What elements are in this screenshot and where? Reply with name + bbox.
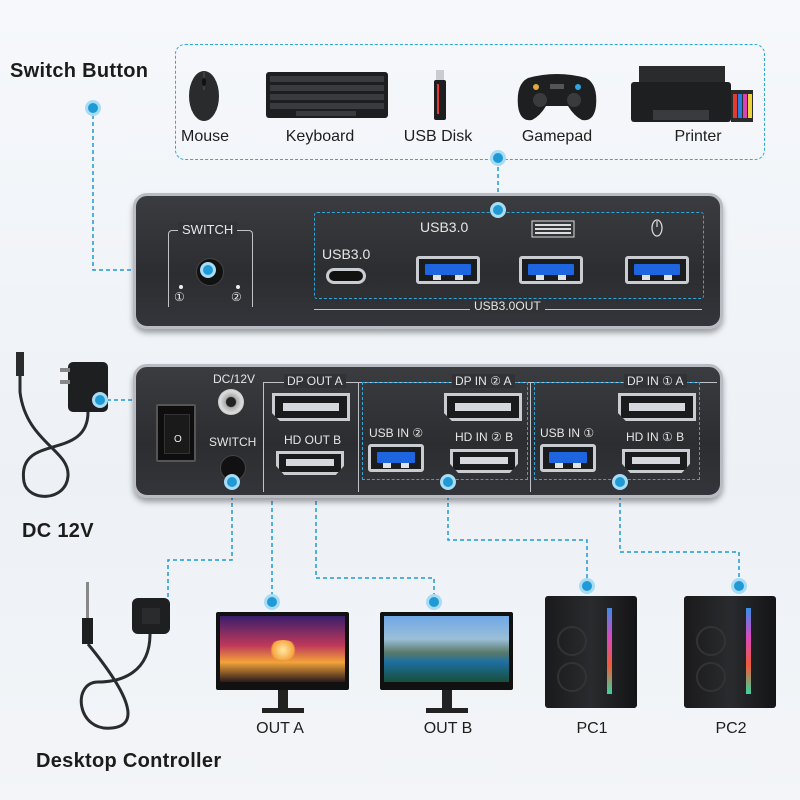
- usb-in-2-label: USB IN ②: [369, 426, 424, 440]
- usb-out-label: USB3.0OUT: [470, 299, 545, 313]
- mouse-icon: [189, 71, 219, 121]
- peripherals-dot: [493, 153, 503, 163]
- printer-label: Printer: [674, 128, 722, 145]
- pc2-label: PC2: [715, 720, 747, 737]
- peripherals-box: [175, 44, 765, 160]
- divider-out: [263, 382, 264, 492]
- dc-dot: [95, 395, 105, 405]
- switch-dot: [203, 265, 213, 275]
- controller-port[interactable]: [220, 455, 246, 481]
- dp-in-2a-label: DP IN ② A: [452, 374, 515, 388]
- usb-port-2[interactable]: [519, 256, 583, 284]
- pc1-line: [447, 482, 588, 586]
- led1-light: [179, 285, 183, 289]
- desktop-controller-label: Desktop Controller: [36, 750, 222, 772]
- power-switch[interactable]: O: [156, 404, 196, 462]
- dp-in-1a-port[interactable]: [618, 393, 696, 421]
- usb-disk-icon: [434, 70, 446, 120]
- usb-port-1[interactable]: [416, 256, 480, 284]
- hd-out-b-port[interactable]: [276, 451, 344, 475]
- hd-in-2b-label: HD IN ② B: [455, 430, 514, 444]
- mouse-port-icon: [651, 219, 663, 237]
- gamepad-label: Gamepad: [521, 128, 593, 145]
- out-b-line: [315, 480, 435, 602]
- monitor-a-base: [262, 708, 304, 713]
- power-adapter-icon: [16, 352, 108, 498]
- out-a-dot: [267, 597, 277, 607]
- usb-out-dot: [493, 205, 503, 215]
- pc1-tower: [545, 596, 637, 708]
- out-b-dot: [429, 597, 439, 607]
- keyboard-port-icon: [531, 220, 575, 238]
- out-b-label: OUT B: [423, 720, 473, 737]
- pc1-in-dot: [615, 477, 625, 487]
- dc-label: DC/12V: [213, 372, 256, 386]
- controller-dot: [227, 477, 237, 487]
- hd-out-b-label: HD OUT B: [284, 433, 342, 447]
- keyboard-icon: [266, 72, 388, 118]
- back-switch-label: SWITCH: [209, 435, 257, 449]
- monitor-a: [216, 612, 349, 690]
- usb-disk-label: USB Disk: [403, 128, 473, 145]
- dp-in-1a-label: DP IN ① A: [624, 374, 687, 388]
- front-switch-label: SWITCH: [178, 222, 238, 237]
- keyboard-label: Keyboard: [285, 128, 355, 145]
- switch-button-label: Switch Button: [10, 60, 149, 82]
- usb-in-1-port[interactable]: [540, 444, 596, 472]
- usb-out-frame: [314, 212, 704, 299]
- monitor-b-stand: [442, 690, 452, 710]
- usbc-port[interactable]: [326, 268, 366, 284]
- mouse-label: Mouse: [180, 128, 230, 145]
- pc2-dot: [734, 581, 744, 591]
- desktop-controller-icon: [79, 582, 170, 730]
- gamepad-icon: [517, 74, 597, 121]
- hd-in-2b-port[interactable]: [450, 449, 518, 473]
- monitor-b-base: [426, 708, 468, 713]
- out-a-label: OUT A: [256, 720, 304, 737]
- usb-label: USB3.0: [420, 219, 469, 235]
- usbc-label: USB3.0: [322, 246, 371, 262]
- divider-in1: [530, 382, 531, 492]
- usb-in-2-port[interactable]: [368, 444, 424, 472]
- controller-line: [167, 482, 233, 598]
- dp-out-a-port[interactable]: [272, 393, 350, 421]
- usb-port-3[interactable]: [625, 256, 689, 284]
- dc12v-label: DC 12V: [22, 520, 94, 542]
- led1-label: ①: [174, 290, 185, 304]
- monitor-b: [380, 612, 513, 690]
- usb-in-1-label: USB IN ①: [540, 426, 595, 440]
- pc2-tower: [684, 596, 776, 708]
- dc-port[interactable]: [218, 389, 244, 415]
- pc1-label: PC1: [576, 720, 608, 737]
- pc2-in-dot: [443, 477, 453, 487]
- pc2-line: [619, 482, 740, 586]
- pc1-dot: [582, 581, 592, 591]
- monitor-a-stand: [278, 690, 288, 710]
- dp-out-a-label: DP OUT A: [284, 374, 346, 388]
- divider-in2: [358, 382, 359, 492]
- hd-in-1b-port[interactable]: [622, 449, 690, 473]
- dp-in-2a-port[interactable]: [444, 393, 522, 421]
- led2-label: ②: [231, 290, 242, 304]
- led2-light: [236, 285, 240, 289]
- hd-in-1b-label: HD IN ① B: [626, 430, 685, 444]
- printer-icon: [631, 66, 753, 122]
- switch-button-dot: [88, 103, 98, 113]
